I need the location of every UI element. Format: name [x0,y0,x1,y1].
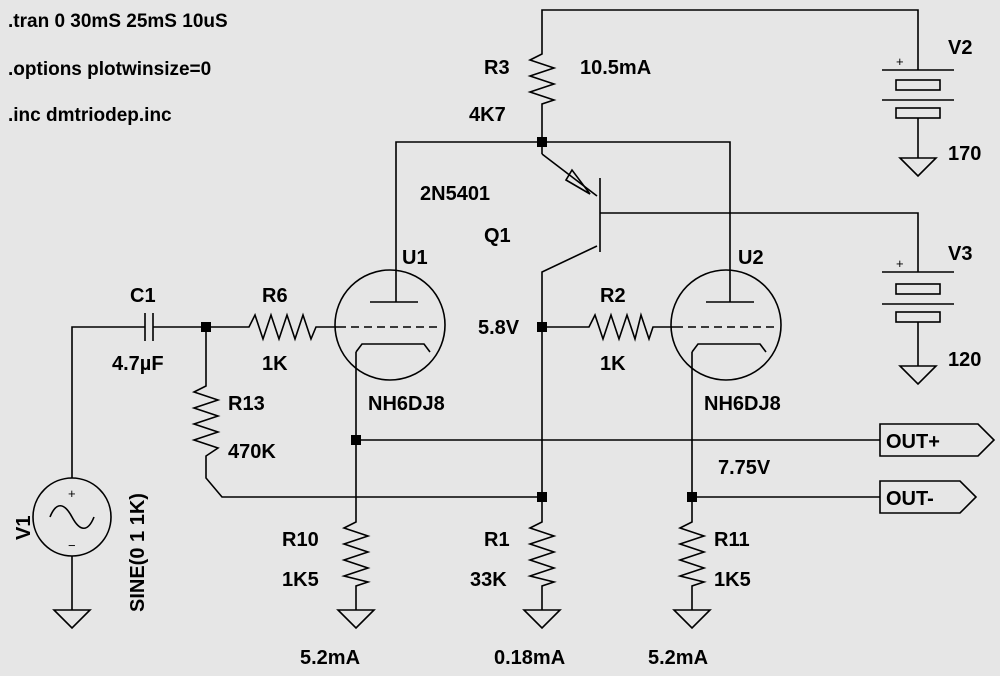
ground-icon [672,609,712,630]
v2-plus-sign: + [896,54,904,69]
triode-u1-symbol[interactable] [334,269,446,381]
triode-u2-symbol[interactable] [670,269,782,381]
port-out-plus-label: OUT+ [886,431,940,453]
junction-dot [687,492,697,502]
r3-name-label: R3 [484,57,510,79]
r13-name-label: R13 [228,393,265,415]
resistor-r1-symbol[interactable] [527,514,557,590]
q1-model-label: 2N5401 [420,183,490,205]
v1-minus-sign: − [68,538,76,553]
battery-v3-symbol[interactable] [882,256,954,323]
spice-directive-tran: .tran 0 30mS 25mS 10uS [8,11,228,32]
wires [71,9,919,610]
v3-name-label: V3 [948,243,972,265]
v2-name-label: V2 [948,37,972,59]
junction-dot [537,322,547,332]
r3-value-label: 4K7 [469,104,506,126]
u2-name-label: U2 [738,247,764,269]
r6-name-label: R6 [262,285,288,307]
ground-icon [898,157,938,178]
sine-source-v1-symbol[interactable] [32,477,112,557]
v1-plus-sign: + [68,486,76,501]
v1-name-label: V1 [13,516,35,540]
r11-value-label: 1K5 [714,569,751,591]
port-out-minus[interactable]: OUT- [879,480,978,514]
ground-icon [336,609,376,630]
v3-value-label: 120 [948,349,981,371]
r2-name-label: R2 [600,285,626,307]
port-out-plus[interactable]: OUT+ [879,423,996,457]
u1-name-label: U1 [402,247,428,269]
spice-directive-include: .inc dmtriodep.inc [8,105,172,126]
v3-plus-sign: + [896,256,904,271]
u2-model-label: NH6DJ8 [704,393,781,415]
r10-current-annotation: 5.2mA [300,647,360,669]
c1-value-label: 4.7µF [112,353,164,375]
capacitor-c1-symbol[interactable] [144,313,154,341]
ground-symbols [52,157,938,630]
junction-dot [537,492,547,502]
r11-name-label: R11 [714,529,750,551]
port-out-minus-label: OUT- [886,488,934,510]
junction-dot [201,322,211,332]
junction-dot [351,435,361,445]
resistor-r13-symbol[interactable] [191,380,221,462]
v1-value-label: SINE(0 1 1K) [127,493,149,612]
r1-name-label: R1 [484,529,510,551]
battery-v2-symbol[interactable] [882,60,954,119]
r13-value-label: 470K [228,441,276,463]
u1-model-label: NH6DJ8 [368,393,445,415]
r1-current-annotation: 0.18mA [494,647,565,669]
grid-voltage-annotation: 5.8V [478,317,520,339]
resistor-r2-symbol[interactable] [583,312,655,342]
resistor-r3-symbol[interactable] [527,48,557,110]
junction-dots [201,137,697,502]
v2-value-label: 170 [948,143,981,165]
r6-value-label: 1K [262,353,288,375]
junction-dot [537,137,547,147]
resistor-r10-symbol[interactable] [341,514,371,590]
r11-current-annotation: 5.2mA [648,647,708,669]
cathode-voltage-annotation: 7.75V [718,457,771,479]
transistor-q1-symbol[interactable] [541,153,601,252]
r10-name-label: R10 [282,529,319,551]
ground-icon [52,609,92,630]
c1-name-label: C1 [130,285,156,307]
r3-current-annotation: 10.5mA [580,57,651,79]
ground-icon [898,365,938,386]
r10-value-label: 1K5 [282,569,319,591]
r1-value-label: 33K [470,569,507,591]
r2-value-label: 1K [600,353,626,375]
resistor-r11-symbol[interactable] [677,514,707,590]
resistor-r6-symbol[interactable] [243,312,318,342]
spice-directive-options: .options plotwinsize=0 [8,59,211,80]
ground-icon [522,609,562,630]
q1-name-label: Q1 [484,225,511,247]
